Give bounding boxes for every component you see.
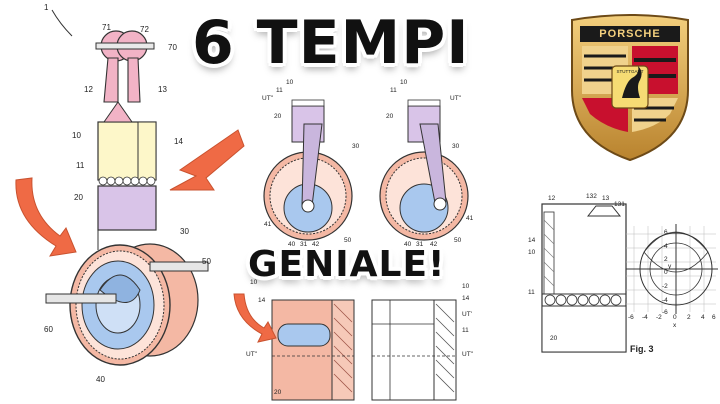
f3-xtick-2: 2: [687, 314, 691, 321]
label-40: 40: [96, 375, 105, 384]
label-10: 10: [72, 131, 81, 140]
porsche-logo: PORSCHE STUTTGART: [566, 14, 694, 164]
mt-label-30a: 30: [352, 143, 360, 150]
headline-subtitle: GENIALE!: [248, 244, 446, 285]
mt-label-40b: 40: [404, 241, 412, 248]
fig3-svg: [541, 203, 718, 353]
mb-label-20a: 20: [274, 389, 282, 396]
f3-ytick-0: 0: [664, 269, 668, 276]
label-13: 13: [158, 85, 167, 94]
mt-label-50b: 50: [454, 237, 462, 244]
f3-xtick-6: 6: [712, 314, 716, 321]
right-fig3-drawing: 12 132 13 131 14 10 11 20 6 4 2 0 -2 -4 …: [504, 190, 720, 360]
mb-label-ut-c: UT": [462, 351, 473, 358]
f3-label-14: 14: [528, 237, 536, 244]
left-engine-drawing: 1 71 72 70 12 13 10 14 11 20 30 50 60 40: [0, 0, 245, 404]
label-71: 71: [102, 23, 111, 32]
mt-label-42a: 42: [312, 241, 320, 248]
f3-ytick-4: 4: [664, 243, 668, 250]
label-1: 1: [44, 3, 49, 12]
mt-label-11a: 11: [276, 87, 283, 94]
f3-xtick-m6: -6: [628, 314, 634, 321]
f3-xtick-4: 4: [701, 314, 705, 321]
mb-label-11b: 11: [462, 327, 469, 334]
mt-label-11b: 11: [390, 87, 397, 94]
f3-label-132: 132: [586, 193, 597, 200]
mb-label-ut-a: UT": [246, 351, 257, 358]
mt-label-10b: 10: [400, 79, 408, 86]
f3-xtick-0: 0: [673, 314, 677, 321]
f3-label-131: 131: [614, 201, 625, 208]
mt-label-50a: 50: [344, 237, 352, 244]
f3-y-axis-label: y: [668, 263, 672, 270]
f3-label-20: 20: [550, 335, 558, 342]
mt-label-41a: 41: [264, 221, 272, 228]
f3-ytick-6: 6: [664, 229, 668, 236]
mt-label-ut-b: UT": [450, 95, 461, 102]
label-20: 20: [74, 193, 83, 202]
mt-label-20b: 20: [386, 113, 394, 120]
mt-label-10a: 10: [286, 79, 294, 86]
headline-title: 6 TEMPI: [192, 8, 470, 78]
f3-label-13: 13: [602, 195, 610, 202]
label-70: 70: [168, 43, 177, 52]
f3-x-axis-label: x: [673, 322, 677, 329]
f3-ytick-m6: -6: [662, 309, 668, 316]
label-30: 30: [180, 227, 189, 236]
f3-label-10: 10: [528, 249, 536, 256]
f3-xtick-m2: -2: [656, 314, 662, 321]
mt-label-31b: 31: [416, 241, 424, 248]
f3-ytick-m4: -4: [662, 297, 668, 304]
mb-label-10b: 10: [462, 283, 470, 290]
f3-label-12: 12: [548, 195, 556, 202]
label-50: 50: [202, 257, 211, 266]
mb-label-14b: 14: [462, 295, 470, 302]
label-12: 12: [84, 85, 93, 94]
mt-label-31a: 31: [300, 241, 308, 248]
middle-top-svg: [263, 99, 469, 241]
label-14: 14: [174, 137, 183, 146]
mt-label-40a: 40: [288, 241, 296, 248]
mb-label-14a: 14: [258, 297, 266, 304]
left-engine-svg: [15, 9, 245, 366]
porsche-city-text: STUTTGART: [616, 69, 644, 74]
middle-top-drawings: 10 11 UT" 20 30 41 40 31 42 50 10 11 UT"…: [240, 78, 500, 258]
f3-label-11: 11: [528, 289, 535, 296]
f3-xtick-m4: -4: [642, 314, 648, 321]
mt-label-ut-a: UT": [262, 95, 273, 102]
middle-bottom-drawings: 10 14 UT" 20 10 14 UT' 11 UT": [230, 278, 490, 404]
porsche-brand-text: PORSCHE: [599, 28, 661, 40]
f3-ytick-2: 2: [664, 256, 668, 263]
f3-ytick-m2: -2: [662, 283, 668, 290]
mt-label-20a: 20: [274, 113, 282, 120]
mb-label-10a: 10: [250, 279, 258, 286]
mt-label-42b: 42: [430, 241, 438, 248]
mt-label-30b: 30: [452, 143, 460, 150]
label-11: 11: [76, 161, 85, 170]
label-60: 60: [44, 325, 53, 334]
middle-bottom-svg: [233, 293, 457, 401]
mt-label-41b: 41: [466, 215, 474, 222]
mb-label-ut-b: UT': [462, 311, 472, 318]
fig3-caption: Fig. 3: [630, 344, 654, 354]
porsche-crest-svg: [571, 14, 689, 162]
label-72: 72: [140, 25, 149, 34]
